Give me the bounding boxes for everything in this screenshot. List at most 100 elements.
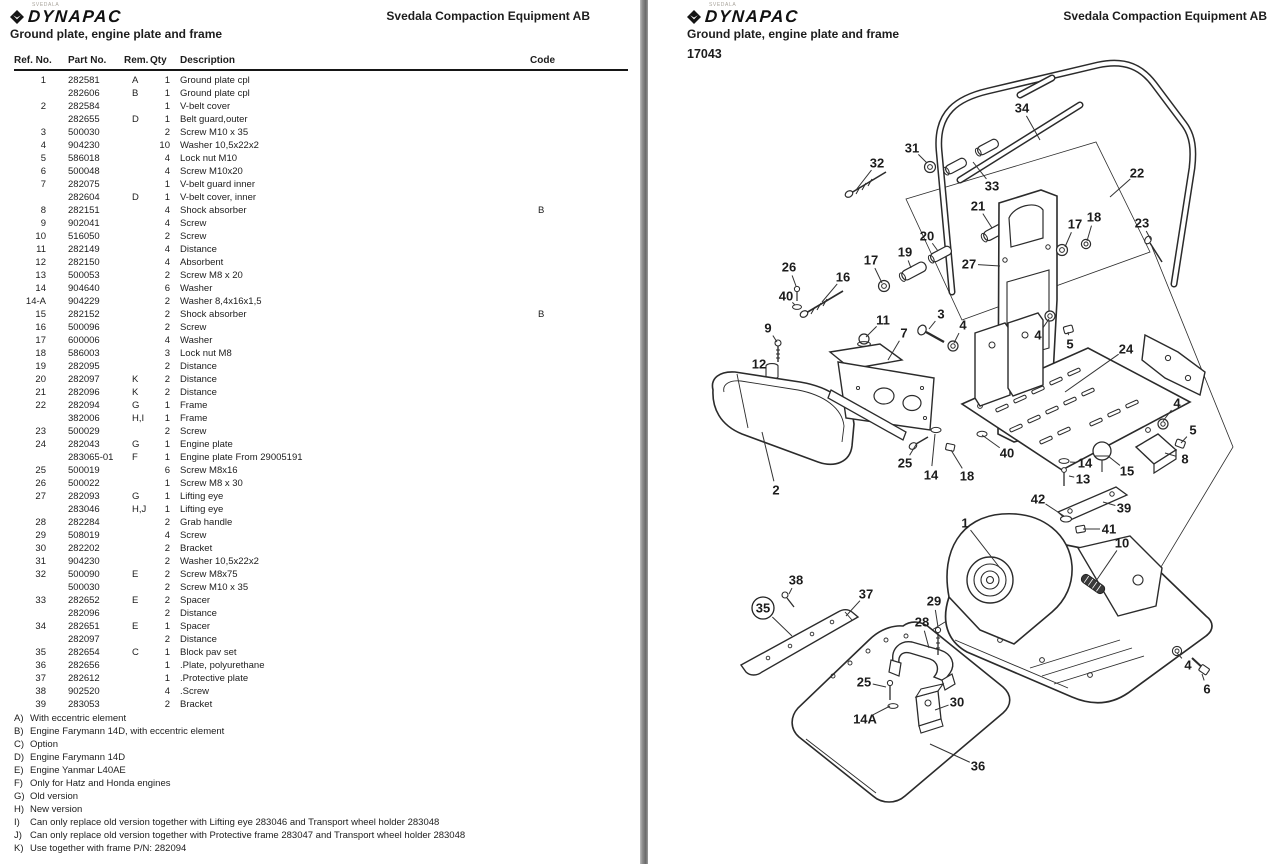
cell-description: Washer 10,5x22x2 bbox=[180, 140, 259, 151]
cell-rem: F bbox=[132, 452, 138, 463]
cell-ref-no: 27 bbox=[35, 491, 46, 502]
diagram-callout: 42 bbox=[1031, 492, 1045, 507]
cell-part-no: 500048 bbox=[68, 166, 100, 177]
cell-description: Screw M8 x 20 bbox=[180, 270, 243, 281]
cell-ref-no: 23 bbox=[35, 426, 46, 437]
callout-leader-line bbox=[931, 433, 936, 467]
cell-code: B bbox=[538, 309, 545, 320]
cell-part-no: 904230 bbox=[68, 140, 100, 151]
cell-part-no: 282581 bbox=[68, 75, 100, 86]
dynapac-logo: SVEDALA DYNAPAC bbox=[687, 2, 800, 28]
cell-part-no: 283053 bbox=[68, 699, 100, 710]
cell-description: Screw bbox=[180, 231, 207, 242]
cell-qty: 2 bbox=[164, 543, 170, 554]
cell-part-no: 902520 bbox=[68, 686, 100, 697]
callout-leader-line bbox=[772, 616, 793, 637]
cell-part-no: 500053 bbox=[68, 270, 100, 281]
footnote: F)Only for Hatz and Honda engines bbox=[14, 778, 171, 789]
cell-ref-no: 16 bbox=[35, 322, 46, 333]
cell-qty: 1 bbox=[164, 75, 170, 86]
cell-description: Engine plate From 29005191 bbox=[180, 452, 303, 463]
cell-description: Washer 10,5x22x2 bbox=[180, 556, 259, 567]
cell-description: Lock nut M8 bbox=[180, 348, 232, 359]
cell-description: Washer bbox=[180, 335, 213, 346]
cell-part-no: 282612 bbox=[68, 673, 100, 684]
callout-leader-line bbox=[934, 704, 949, 711]
cell-ref-no: 1 bbox=[40, 75, 46, 86]
diagram-callout: 17 bbox=[864, 253, 878, 268]
cell-ref-no: 21 bbox=[35, 387, 46, 398]
cell-ref-no: 15 bbox=[35, 309, 46, 320]
cell-description: Ground plate cpl bbox=[180, 88, 250, 99]
cell-qty: 2 bbox=[164, 634, 170, 645]
cell-description: Frame bbox=[180, 400, 208, 411]
cell-qty: 4 bbox=[164, 218, 170, 229]
cell-description: V-belt guard inner bbox=[180, 179, 255, 190]
cell-part-no: 282654 bbox=[68, 647, 100, 658]
cell-part-no: 500029 bbox=[68, 426, 100, 437]
cell-ref-no: 32 bbox=[35, 569, 46, 580]
callout-leader-line bbox=[982, 213, 993, 229]
callout-leader-line bbox=[1025, 115, 1041, 141]
svedala-diamond-icon bbox=[10, 9, 24, 24]
cell-ref-no: 28 bbox=[35, 517, 46, 528]
cell-description: Screw bbox=[180, 322, 207, 333]
poly-plate-art bbox=[791, 621, 1011, 803]
cell-description: .Screw bbox=[180, 686, 210, 697]
cell-part-no: 283065-01 bbox=[68, 452, 114, 463]
callout-leader-line bbox=[874, 267, 883, 284]
cell-qty: 6 bbox=[164, 283, 170, 294]
diagram-callout: 13 bbox=[1076, 472, 1090, 487]
cell-description: V-belt cover bbox=[180, 101, 231, 112]
cell-qty: 2 bbox=[164, 595, 170, 606]
cell-qty: 1 bbox=[164, 179, 170, 190]
cell-description: Shock absorber bbox=[180, 205, 247, 216]
cell-part-no: 516050 bbox=[68, 231, 100, 242]
cell-qty: 1 bbox=[164, 400, 170, 411]
cell-description: Shock absorber bbox=[180, 309, 247, 320]
cell-qty: 2 bbox=[164, 517, 170, 528]
vbelt-guard-inner-art bbox=[827, 343, 935, 441]
cell-qty: 4 bbox=[164, 244, 170, 255]
callout-leader-line bbox=[972, 161, 987, 180]
cell-description: Screw M10 x 35 bbox=[180, 127, 249, 138]
diagram-callout: 33 bbox=[985, 179, 999, 194]
cell-qty: 2 bbox=[164, 569, 170, 580]
cell-rem: B bbox=[132, 88, 139, 99]
company-name: Svedala Compaction Equipment AB bbox=[386, 9, 590, 23]
cell-part-no: 904230 bbox=[68, 556, 100, 567]
cell-part-no: 500022 bbox=[68, 478, 100, 489]
cell-ref-no: 31 bbox=[35, 556, 46, 567]
diagram-callout: 24 bbox=[1119, 342, 1134, 357]
callout-leader-line bbox=[929, 743, 971, 763]
callout-leader-line bbox=[1064, 232, 1072, 248]
diagram-callout: 5 bbox=[1066, 337, 1073, 352]
svedala-diamond-icon bbox=[687, 9, 701, 24]
cell-ref-no: 24 bbox=[35, 439, 46, 450]
diagram-callout: 26 bbox=[782, 260, 796, 275]
callout-leader-line bbox=[1201, 673, 1205, 681]
callout-leader-line bbox=[1095, 550, 1118, 582]
callout-leader-line bbox=[950, 449, 963, 469]
callout-leader-line bbox=[1102, 501, 1116, 507]
callout-leader-line bbox=[1176, 652, 1183, 659]
diagram-callout: 14 bbox=[924, 468, 939, 483]
cell-description: Frame bbox=[180, 413, 208, 424]
